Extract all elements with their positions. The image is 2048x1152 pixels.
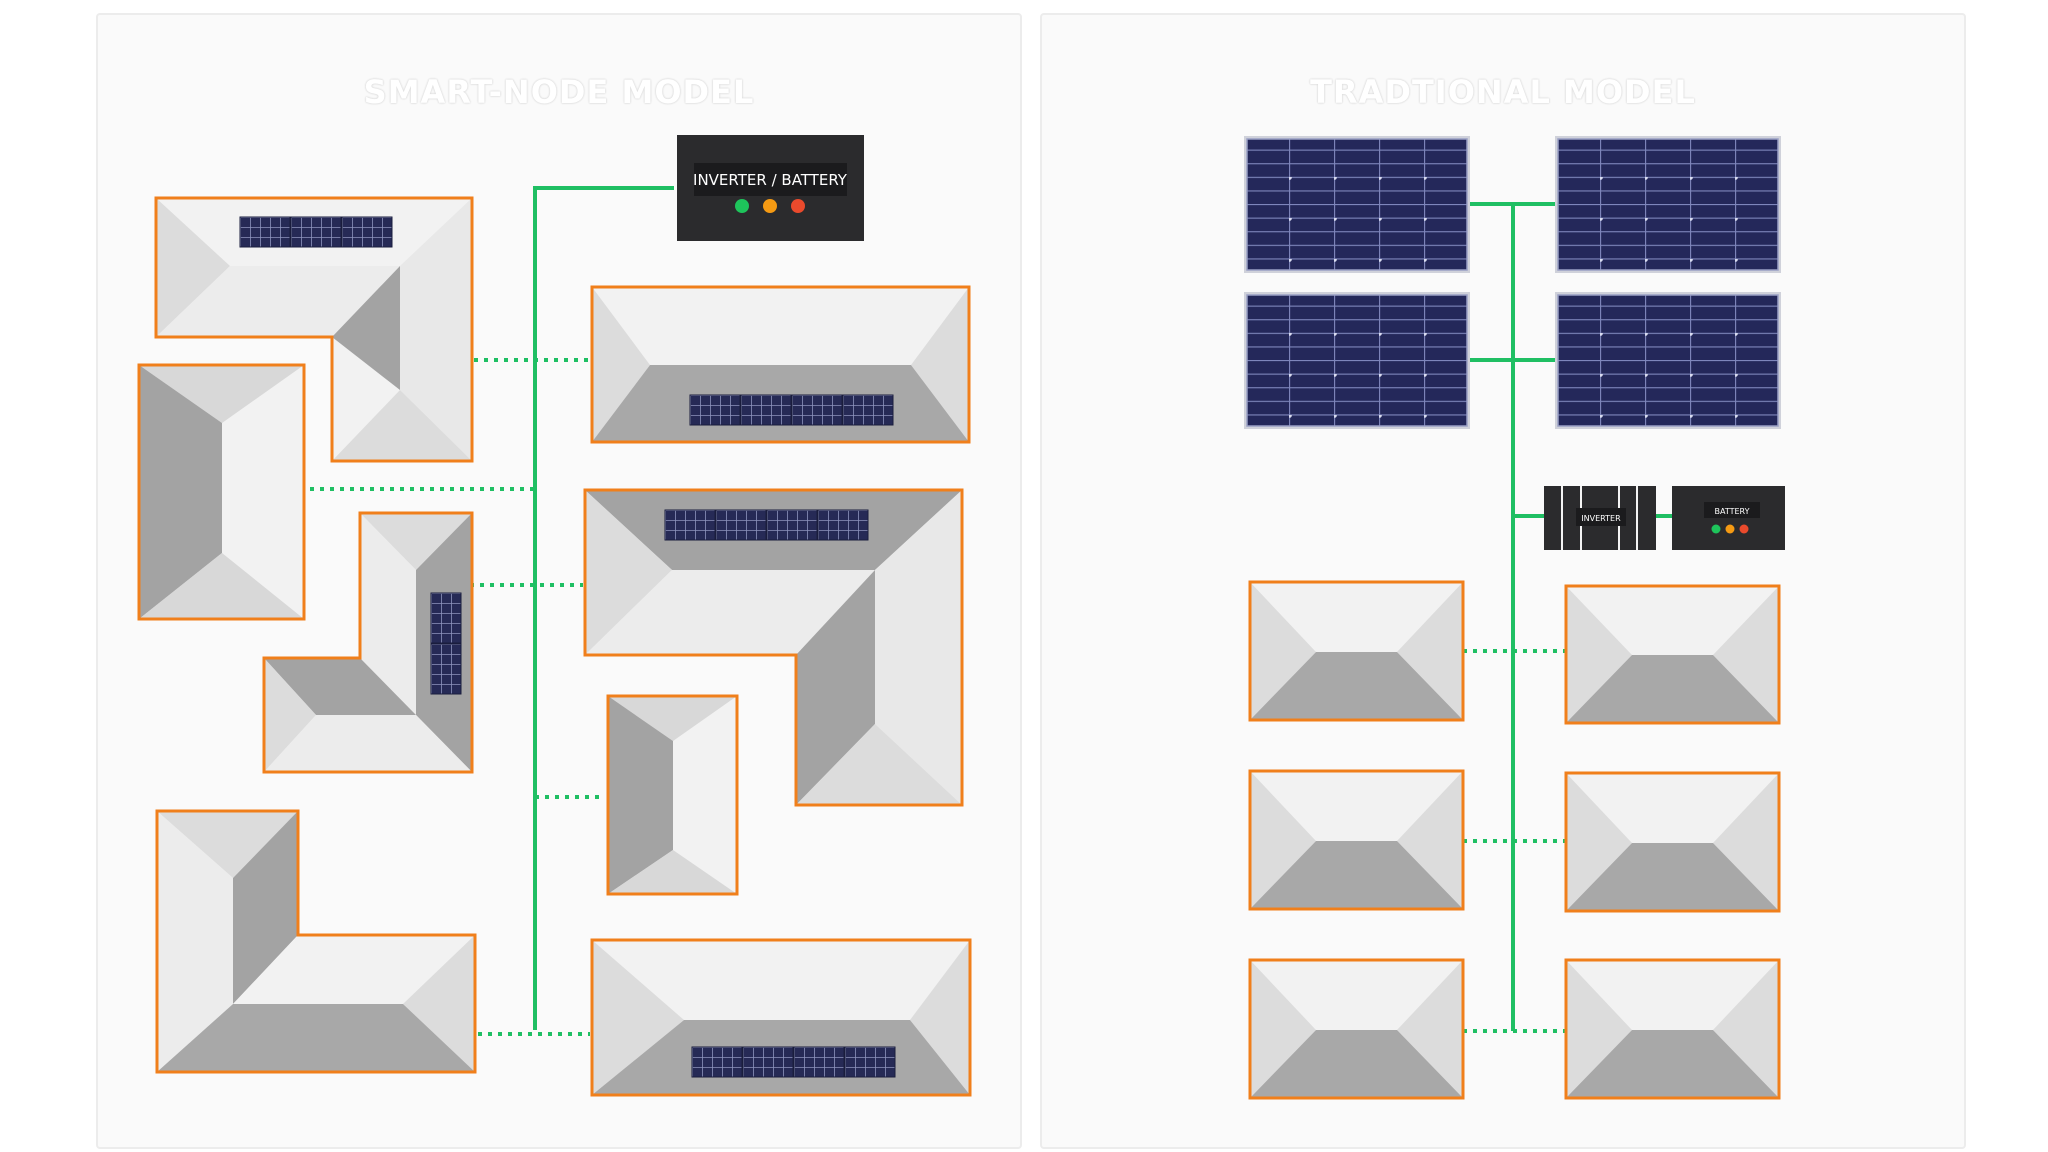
smart-bus-wire — [533, 186, 674, 1030]
smart-inverter-battery-label: INVERTER / BATTERY — [693, 171, 848, 189]
traditional-house-3 — [1248, 769, 1465, 911]
smart-house-g — [606, 694, 739, 896]
status-led-green — [735, 199, 749, 213]
traditional-house-connections — [1463, 649, 1566, 1033]
smart-house-f — [583, 488, 964, 807]
battery-led-red — [1739, 524, 1749, 534]
smart-inverter-battery-unit: INVERTER / BATTERY — [677, 135, 864, 241]
solar-panel-4 — [1554, 291, 1782, 430]
traditional-house-2 — [1564, 584, 1781, 725]
traditional-panel-title: TRADTIONAL MODEL — [1310, 73, 1696, 111]
status-led-orange — [763, 199, 777, 213]
battery-led-orange — [1725, 524, 1735, 534]
battery-led-green — [1711, 524, 1721, 534]
smart-house-b — [137, 363, 306, 621]
smart-house-c-solar — [430, 592, 462, 695]
solar-panel-3 — [1243, 291, 1471, 430]
solar-panel-2 — [1554, 135, 1782, 274]
smart-house-c — [262, 511, 474, 774]
smart-house-h — [590, 938, 972, 1097]
smart-node-panel-title: SMART-NODE MODEL — [363, 73, 755, 111]
solar-panel-1 — [1243, 135, 1471, 274]
traditional-house-1 — [1248, 580, 1465, 722]
traditional-battery-label: BATTERY — [1715, 507, 1750, 516]
smart-house-e-solar — [689, 394, 894, 426]
smart-house-d — [155, 809, 477, 1074]
traditional-inverter-label: INVERTER — [1581, 514, 1621, 523]
smart-house-f-solar — [664, 509, 869, 541]
traditional-house-6 — [1564, 958, 1781, 1100]
status-led-red — [791, 199, 805, 213]
traditional-house-4 — [1564, 771, 1781, 913]
smart-node-connections — [310, 358, 605, 1036]
smart-house-e — [590, 285, 971, 444]
smart-house-a — [154, 196, 474, 463]
smart-house-h-solar — [691, 1046, 896, 1078]
traditional-house-5 — [1248, 958, 1465, 1100]
traditional-inverter-unit: INVERTER — [1544, 486, 1656, 550]
smart-house-a-solar — [239, 216, 393, 248]
traditional-battery-unit: BATTERY — [1672, 486, 1785, 550]
